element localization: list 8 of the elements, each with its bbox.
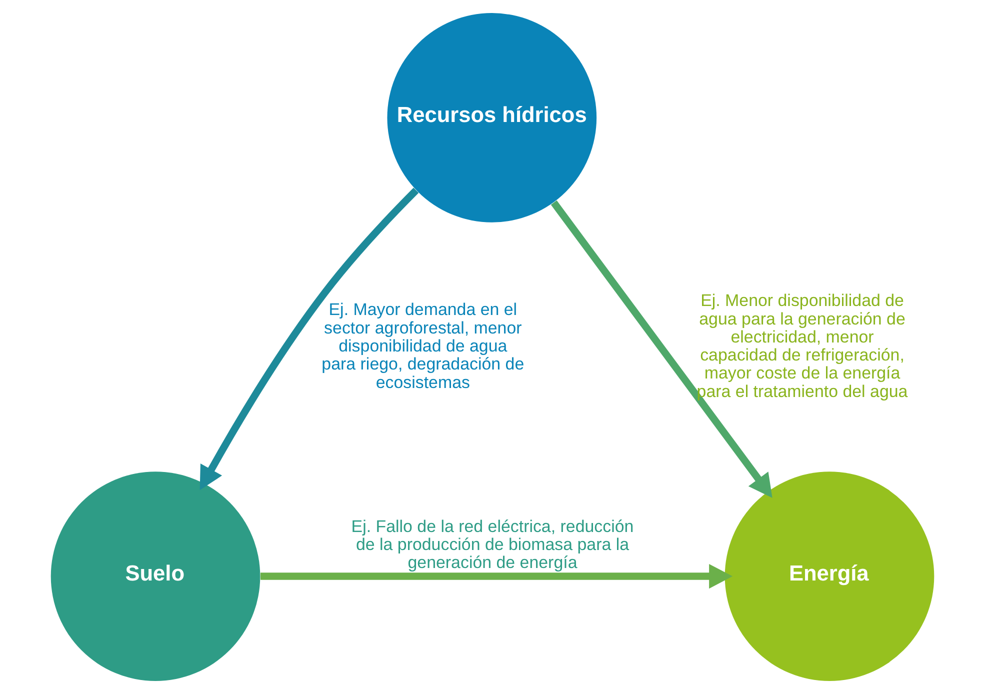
node-circle: Recursos hídricos [387, 13, 597, 222]
arrow [550, 200, 772, 498]
edge-label: Ej. Mayor demanda en el sector agroforestal, menor disponibilidad de agua para riego, degradación de ecosistemas [322, 300, 524, 392]
node-circle: Suelo [50, 472, 260, 681]
edge-label: Ej. Fallo de la red eléctrica, reducción de la producción de biomasa para la generación de energía [351, 516, 634, 572]
arrow [260, 564, 733, 589]
edge-label: Ej. Menor disponibilidad de agua para la generación de electricidad, menor capacidad de refrigeración, mayor coste de la energía para el tratamiento del agua [696, 291, 908, 401]
arrow [200, 188, 419, 490]
